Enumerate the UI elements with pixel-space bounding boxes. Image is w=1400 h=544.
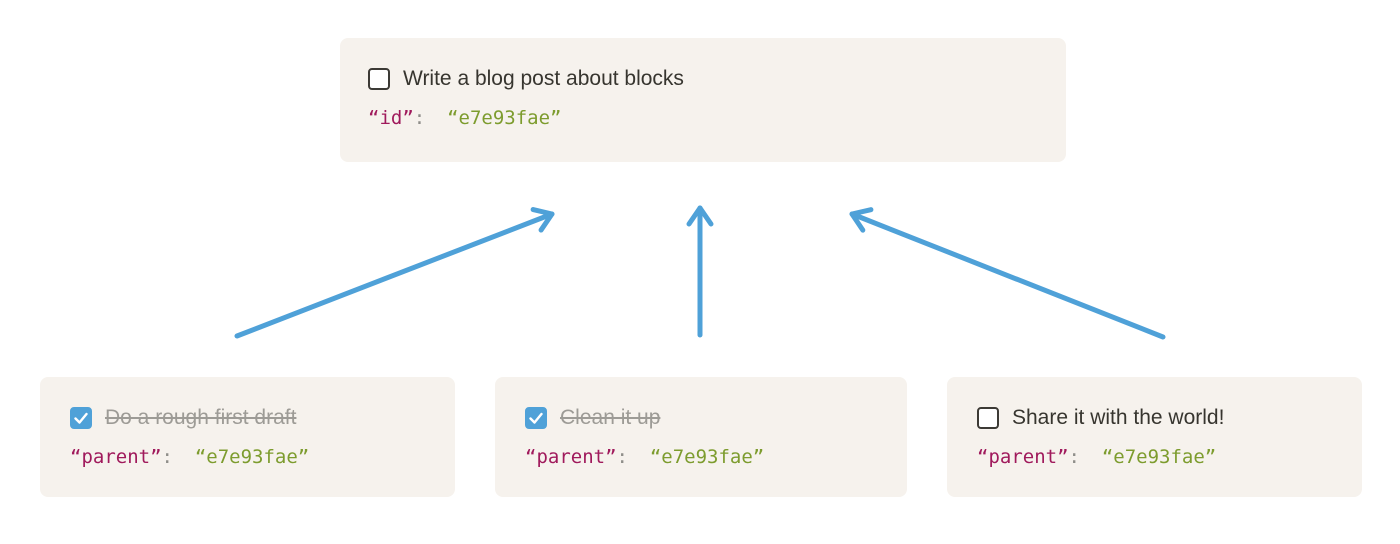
code-line: “parent”: “e7e93fae”	[977, 445, 1334, 469]
arrow-left	[234, 207, 555, 339]
code-key: “parent”	[525, 446, 617, 468]
child-task-card: Do a rough first draft “parent”: “e7e93f…	[40, 377, 455, 497]
checkbox[interactable]	[977, 407, 999, 429]
arrow-right	[849, 207, 1166, 340]
code-colon: :	[1068, 446, 1092, 468]
task-label: Share it with the world!	[1012, 406, 1225, 429]
code-colon: :	[161, 446, 185, 468]
code-value: “e7e93fae”	[1101, 446, 1217, 468]
checkbox[interactable]	[70, 407, 92, 429]
code-line: “id”: “e7e93fae”	[368, 106, 1038, 130]
code-key: “parent”	[70, 446, 162, 468]
parent-task-card: Write a blog post about blocks “id”: “e7…	[340, 38, 1066, 162]
task-row: Write a blog post about blocks	[368, 67, 1038, 91]
checkbox[interactable]	[368, 68, 390, 90]
checkmark-icon	[529, 412, 543, 424]
task-row: Do a rough first draft	[70, 406, 427, 430]
code-key: “id”	[368, 107, 414, 129]
code-line: “parent”: “e7e93fae”	[525, 445, 879, 469]
code-colon: :	[616, 446, 640, 468]
checkbox[interactable]	[525, 407, 547, 429]
task-row: Share it with the world!	[977, 406, 1334, 430]
task-label: Write a blog post about blocks	[403, 67, 684, 90]
task-label: Do a rough first draft	[105, 406, 297, 429]
child-task-card: Share it with the world! “parent”: “e7e9…	[947, 377, 1362, 497]
checkmark-icon	[74, 412, 88, 424]
code-value: “e7e93fae”	[649, 446, 765, 468]
task-label: Clean it up	[560, 406, 661, 429]
code-value: “e7e93fae”	[447, 107, 562, 129]
code-colon: :	[413, 107, 437, 129]
child-task-card: Clean it up “parent”: “e7e93fae”	[495, 377, 907, 497]
task-row: Clean it up	[525, 406, 879, 430]
code-key: “parent”	[977, 446, 1069, 468]
code-value: “e7e93fae”	[194, 446, 310, 468]
code-line: “parent”: “e7e93fae”	[70, 445, 427, 469]
